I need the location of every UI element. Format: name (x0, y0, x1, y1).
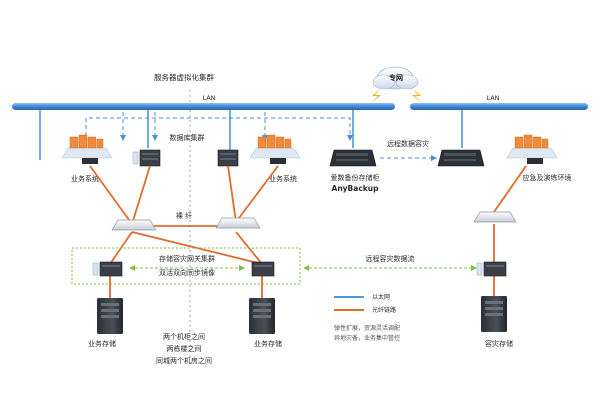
remote-stream-label: 远程容灾数据流 (366, 254, 415, 263)
scope-line-2: 两栋楼之间 (167, 344, 202, 353)
scope-line-3: 同城两个机房之间 (156, 356, 212, 365)
lan-label-right: LAN (486, 94, 499, 102)
lan-bar-right (410, 103, 588, 110)
storage-tower-left (97, 298, 123, 334)
anybackup-label-2: AnyBackup (332, 184, 380, 193)
legend-note-2: 异地灾备，业务集中管控 (334, 334, 400, 342)
private-net-label: 专网 (389, 73, 403, 82)
vm-host-emergency (506, 134, 558, 164)
emergency-env-label: 应急及演练环境 (523, 173, 572, 182)
storage-tower-right (481, 296, 507, 332)
gateway-cluster-box (71, 247, 301, 285)
lightning-right-icon (412, 89, 423, 104)
scope-line-1: 两个机柜之间 (163, 332, 205, 341)
gateway-right (476, 261, 507, 277)
lightning-left-icon (370, 89, 381, 104)
anybackup-label-1: 爱数备份存储柜 (331, 173, 380, 182)
legend: 以太网 光纤链路 弹性扩展，资源灵活调配 异地灾备，业务集中管控 (334, 293, 400, 342)
private-net-cloud: 专网 (372, 66, 419, 90)
gateway-left (92, 261, 123, 277)
dr-storage-label: 容灾存储 (485, 339, 513, 348)
gateway-middle (251, 261, 275, 277)
business-storage-left-label: 业务存储 (88, 339, 116, 348)
legend-fiber-label: 光纤链路 (372, 306, 396, 314)
switch-left (111, 219, 157, 231)
vm-host-middle (249, 134, 301, 164)
lan-bar-left (12, 103, 395, 110)
business-system-left-label: 业务系统 (71, 174, 99, 183)
bare-fiber-label: 裸 纤 (176, 211, 192, 220)
remote-backup-label: 远程数据容灾 (387, 139, 429, 148)
switch-middle (215, 217, 261, 229)
cluster-title: 服务器虚拟化集群 (154, 72, 214, 82)
switch-right (473, 211, 517, 223)
remote-backup-device (437, 149, 485, 167)
db-cluster-label: 数据库集群 (170, 133, 205, 142)
business-system-middle-label: 业务系统 (269, 174, 297, 183)
legend-ethernet-label: 以太网 (372, 293, 390, 301)
business-storage-middle-label: 业务存储 (254, 339, 282, 348)
db-server-1 (132, 149, 161, 167)
vm-host-left (61, 134, 113, 164)
anybackup-device (329, 149, 377, 167)
lan-label-left: LAN (202, 94, 215, 102)
storage-tower-middle (249, 298, 275, 334)
db-server-2 (217, 149, 239, 167)
gateway-cluster-label: 存储容灾网关集群 (159, 254, 215, 263)
legend-note-1: 弹性扩展，资源灵活调配 (334, 324, 400, 332)
mirror-label: 双活双向同步镜像 (159, 268, 215, 277)
